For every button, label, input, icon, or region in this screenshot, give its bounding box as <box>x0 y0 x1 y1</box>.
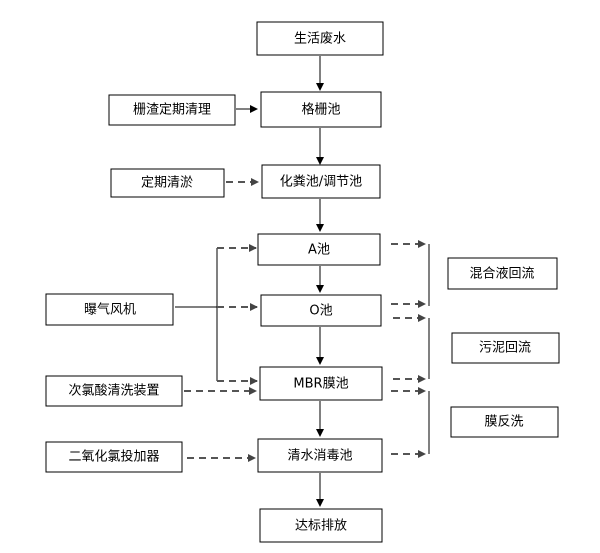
box-mbr-tank: MBR膜池 <box>259 366 383 401</box>
return-arrows <box>391 240 430 458</box>
label-grille-tank: 格栅池 <box>301 102 340 118</box>
box-hypochlorite-cleaning: 次氯酸清洗装置 <box>45 375 183 407</box>
box-mixed-liquor-return: 混合液回流 <box>447 257 558 290</box>
label-o-tank: O池 <box>309 304 332 319</box>
box-a-tank: A池 <box>257 233 381 266</box>
label-roots-blower: 曝气风机 <box>84 302 136 318</box>
label-mixed-liquor-return: 混合液回流 <box>469 267 534 282</box>
box-dredging: 定期清淤 <box>110 168 225 198</box>
box-grille-cleaning: 栅渣定期清理 <box>108 94 236 126</box>
box-discharge: 达标排放 <box>259 508 383 543</box>
label-membrane-backwash: 膜反洗 <box>484 415 523 430</box>
box-chlorine-dioxide-dosing: 二氧化氯投加器 <box>45 441 183 473</box>
box-o-tank: O池 <box>260 294 382 327</box>
box-clear-water-tank: 清水消毒池 <box>257 438 383 473</box>
label-sludge-return: 污泥回流 <box>479 341 531 356</box>
label-grille-cleaning: 栅渣定期清理 <box>133 103 211 118</box>
box-grille-tank: 格栅池 <box>260 91 382 128</box>
label-domestic-sewage: 生活废水 <box>294 31 346 47</box>
label-dredging: 定期清淤 <box>141 176 193 191</box>
label-discharge: 达标排放 <box>295 519 347 534</box>
box-domestic-sewage: 生活废水 <box>256 21 384 56</box>
input-arrows <box>175 105 259 462</box>
label-mbr-tank: MBR膜池 <box>293 377 348 392</box>
label-hypochlorite-cleaning: 次氯酸清洗装置 <box>68 383 159 399</box>
box-membrane-backwash: 膜反洗 <box>450 406 559 438</box>
box-sludge-return: 污泥回流 <box>451 332 560 364</box>
label-a-tank: A池 <box>308 243 330 258</box>
box-septic-tank: 化粪池/调节池 <box>261 164 381 199</box>
label-clear-water-tank: 清水消毒池 <box>287 449 352 464</box>
label-septic-tank: 化粪池/调节池 <box>280 175 362 190</box>
box-roots-blower: 曝气风机 <box>45 293 174 326</box>
label-chlorine-dioxide-dosing: 二氧化氯投加器 <box>68 449 159 465</box>
